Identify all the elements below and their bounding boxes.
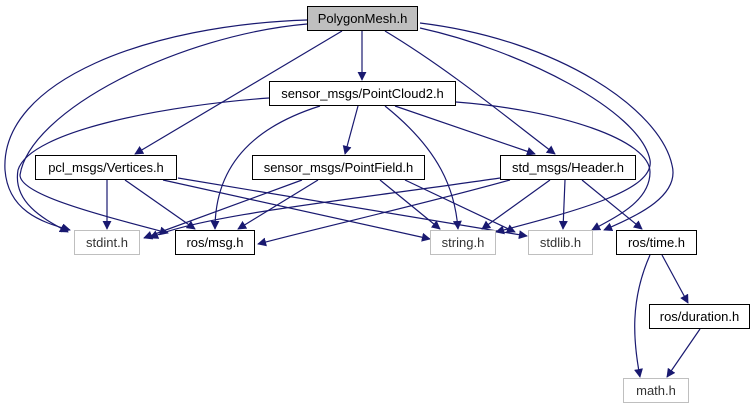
node-stdlib: stdlib.h bbox=[528, 230, 593, 255]
node-header[interactable]: std_msgs/Header.h bbox=[500, 155, 636, 180]
edge-pointcloud2-to-pointfield bbox=[342, 105, 359, 155]
edge-header-to-string bbox=[481, 179, 551, 230]
edge-polygonmesh-to-header bbox=[384, 30, 556, 155]
node-rosmsg[interactable]: ros/msg.h bbox=[175, 230, 255, 255]
edge-polygonmesh-to-rosmsg bbox=[19, 23, 308, 236]
edge-rostime-to-math bbox=[634, 254, 651, 378]
node-pointcloud2[interactable]: sensor_msgs/PointCloud2.h bbox=[269, 81, 456, 106]
node-string: string.h bbox=[430, 230, 496, 255]
node-stdint: stdint.h bbox=[74, 230, 140, 255]
edge-rostime-to-duration bbox=[661, 254, 689, 304]
edge-pointfield-to-rosmsg bbox=[237, 179, 319, 230]
node-polygonmesh[interactable]: PolygonMesh.h bbox=[307, 6, 418, 31]
edge-duration-to-math bbox=[666, 328, 701, 378]
edge-vertices-to-string bbox=[162, 179, 431, 242]
node-duration[interactable]: ros/duration.h bbox=[649, 304, 750, 329]
edge-header-to-stdlib bbox=[558, 179, 568, 230]
edge-polygonmesh-to-vertices bbox=[134, 30, 343, 155]
edge-pointcloud2-to-rosmsg bbox=[210, 105, 321, 230]
edge-vertices-to-rosmsg bbox=[124, 179, 196, 230]
edge-header-to-stdint bbox=[149, 177, 501, 239]
edge-pointfield-to-stdlib bbox=[404, 179, 516, 233]
edge-vertices-to-stdlib bbox=[177, 177, 528, 240]
edge-header-to-rosmsg bbox=[257, 179, 511, 247]
edge-pointcloud2-to-stdint bbox=[16, 97, 270, 233]
edge-pointcloud2-to-header bbox=[394, 105, 536, 156]
node-math: math.h bbox=[623, 378, 689, 403]
edge-pointcloud2-to-string bbox=[384, 105, 462, 230]
edge-polygonmesh-to-stdint bbox=[4, 19, 308, 233]
edge-pointfield-to-string bbox=[379, 179, 441, 230]
node-vertices[interactable]: pcl_msgs/Vertices.h bbox=[35, 155, 177, 180]
node-rostime[interactable]: ros/time.h bbox=[616, 230, 697, 255]
edge-pointfield-to-stdint bbox=[143, 179, 303, 240]
edge-polygonmesh-to-stdlib bbox=[419, 22, 674, 232]
edge-header-to-rostime bbox=[581, 179, 643, 230]
node-pointfield[interactable]: sensor_msgs/PointField.h bbox=[252, 155, 425, 180]
edge-pointcloud2-to-stdlib bbox=[455, 101, 651, 231]
edge-polygonmesh-to-string bbox=[419, 27, 651, 235]
